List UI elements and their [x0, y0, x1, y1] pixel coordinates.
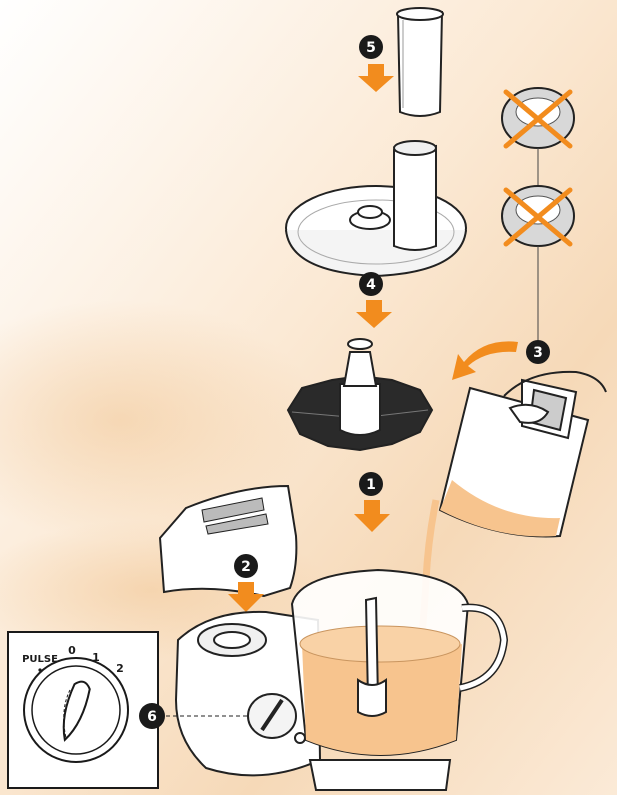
step-6-label: 6: [147, 709, 157, 725]
disc-top: [502, 88, 574, 148]
pusher: [397, 8, 443, 116]
step-4-label: 4: [366, 277, 376, 293]
step-1-label: 1: [366, 477, 376, 493]
step-6-marker-group: 6: [139, 703, 165, 729]
disc-bottom: [502, 186, 574, 246]
step-5-label: 5: [366, 40, 376, 56]
dial-0-label: 0: [68, 644, 76, 657]
dial-inset: PULSE 0 1 2: [8, 632, 158, 788]
step-3-label: 3: [533, 345, 543, 361]
dial-2-label: 2: [116, 662, 124, 675]
step-2-label: 2: [241, 559, 251, 575]
